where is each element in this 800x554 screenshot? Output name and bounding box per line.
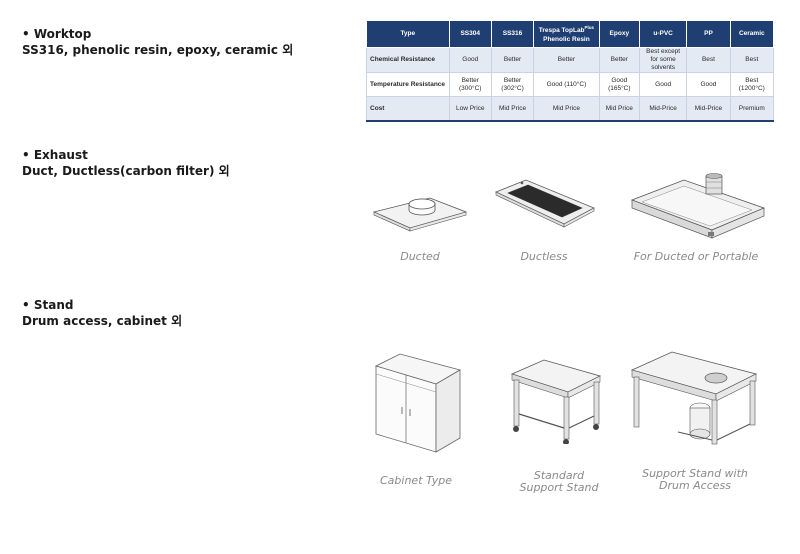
caption-ducted: Ducted: [400, 250, 440, 263]
caption-standard-line2: Support Stand: [519, 481, 599, 494]
table-cell: Premium: [729, 96, 775, 122]
caption-support-stand-drum-access: Support Stand with Drum Access: [640, 468, 750, 492]
worktop-section: • Worktop SS316, phenolic resin, epoxy, …: [22, 26, 293, 58]
table-cell: Mid-Price: [686, 96, 731, 122]
caption-ductless: Ductless: [520, 250, 568, 263]
col-header-pp: PP: [686, 20, 731, 48]
col-header-epoxy: Epoxy: [598, 20, 640, 48]
ducted-hood-illustration: [370, 190, 470, 240]
table-cell: Best except for some solvents: [638, 47, 688, 73]
table-cell: Best: [686, 47, 731, 73]
caption-cabinet-type: Cabinet Type: [380, 474, 453, 487]
exhaust-description: Duct, Ductless(carbon filter) 외: [22, 164, 230, 178]
exhaust-title: • Exhaust: [22, 148, 88, 162]
table-cell: Better: [598, 47, 640, 73]
cabinet-stand-illustration: [372, 352, 464, 454]
table-row: Cost Low Price Mid Price Mid Price Mid P…: [366, 96, 775, 122]
row-header-temperature: Temperature Resistance: [366, 72, 450, 97]
table-cell: Good (110°C): [533, 72, 600, 97]
worktop-title: • Worktop: [22, 27, 92, 41]
standard-support-stand-illustration: [508, 356, 604, 444]
table-cell: Best: [729, 47, 775, 73]
table-cell: Low Price: [448, 96, 492, 122]
stand-section: • Stand Drum access, cabinet 외: [22, 297, 182, 329]
caption-standard-line1: Standard: [533, 469, 585, 482]
table-row: Temperature Resistance Better (300°C) Be…: [366, 72, 775, 97]
caption-ducted-or-portable: For Ducted or Portable: [633, 250, 759, 263]
table-cell: Better: [533, 47, 600, 73]
table-row: Chemical Resistance Good Better Better B…: [366, 47, 775, 73]
table-cell: Good (165°C): [598, 72, 640, 97]
col-header-upvc: u-PVC: [638, 20, 688, 48]
drum-access-stand-illustration: [628, 348, 760, 448]
table-cell: Mid Price: [598, 96, 640, 122]
table-cell: Best (1200°C): [729, 72, 775, 97]
table-cell: Better: [490, 47, 535, 73]
table-cell: Mid Price: [533, 96, 600, 122]
table-cell: Better (302°C): [490, 72, 535, 97]
ductless-hood-illustration: [490, 176, 600, 232]
table-cell: Good: [448, 47, 492, 73]
col-header-ceramic: Ceramic: [729, 20, 775, 48]
table-cell: Mid Price: [490, 96, 535, 122]
caption-standard-support-stand: Standard Support Stand: [517, 470, 601, 494]
col-header-ss304: SS304: [448, 20, 492, 48]
table-cell: Mid-Price: [638, 96, 688, 122]
col-header-ss316: SS316: [490, 20, 535, 48]
caption-drum-line2: Drum Access: [658, 479, 732, 492]
row-header-chemical: Chemical Resistance: [366, 47, 450, 73]
portable-hood-illustration: [628, 172, 768, 244]
table-cell: Good: [638, 72, 688, 97]
row-header-cost: Cost: [366, 96, 450, 122]
caption-drum-line1: Support Stand with: [642, 467, 748, 480]
worktop-description: SS316, phenolic resin, epoxy, ceramic 외: [22, 43, 294, 57]
stand-description: Drum access, cabinet 외: [22, 314, 183, 328]
table-cell: Better (300°C): [448, 72, 492, 97]
table-cell: Good: [686, 72, 731, 97]
exhaust-section: • Exhaust Duct, Ductless(carbon filter) …: [22, 147, 230, 179]
stand-title: • Stand: [22, 298, 74, 312]
col-header-type: Type: [366, 20, 450, 48]
